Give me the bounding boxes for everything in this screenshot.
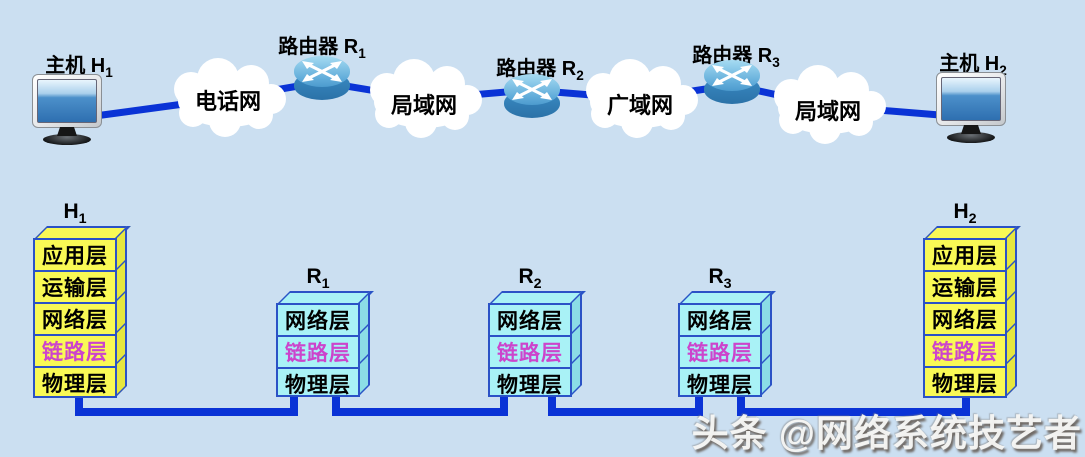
physical-bus-line xyxy=(75,393,970,416)
cloud-label-wan: 广域网 xyxy=(606,93,673,118)
layer-row: 物理层 xyxy=(490,367,570,399)
stack-title-h2: H2 xyxy=(953,200,977,228)
cloud-label-lan-2: 局域网 xyxy=(794,99,861,124)
layer-row: 网络层 xyxy=(35,302,115,334)
layer-row: 物理层 xyxy=(278,367,358,399)
cloud-lan-1 xyxy=(370,59,482,138)
monitor-screen xyxy=(941,77,1001,121)
cloud-wan xyxy=(586,59,698,138)
host-h1-label: 主机 H1 xyxy=(45,55,113,80)
cloud-telephone-network xyxy=(174,58,286,137)
host-h1-computer-icon xyxy=(30,74,104,148)
layer-row-side xyxy=(572,354,580,394)
stack-front-face: 应用层运输层网络层链路层物理层 xyxy=(923,238,1007,398)
cloud-label-telephone-network: 电话网 xyxy=(194,89,261,114)
stack-title-r2: R2 xyxy=(518,265,542,293)
stack-title-r1: R1 xyxy=(306,265,330,293)
layer-row: 链路层 xyxy=(925,334,1005,366)
cloud-label-lan-1: 局域网 xyxy=(390,93,457,118)
monitor-neck xyxy=(961,125,981,134)
layer-row: 链路层 xyxy=(278,335,358,367)
watermark: 头条 @网络系统技艺者 xyxy=(691,413,1082,454)
stack-front-face: 网络层链路层物理层 xyxy=(276,303,360,397)
layer-row: 运输层 xyxy=(35,270,115,302)
router-r3-icon xyxy=(704,60,760,106)
stack-front-face: 网络层链路层物理层 xyxy=(678,303,762,397)
layer-row: 运输层 xyxy=(925,270,1005,302)
stack-front-face: 网络层链路层物理层 xyxy=(488,303,572,397)
monitor-bezel xyxy=(32,74,102,128)
layer-row: 链路层 xyxy=(490,335,570,367)
layer-row: 网络层 xyxy=(497,310,563,333)
layer-row-side xyxy=(117,354,125,394)
layer-row: 应用层 xyxy=(932,245,998,268)
monitor-screen xyxy=(37,79,97,123)
router-r1-icon xyxy=(294,56,350,102)
layer-row: 网络层 xyxy=(687,310,753,333)
host-h2-computer-icon xyxy=(934,72,1008,146)
layer-row: 网络层 xyxy=(285,310,351,333)
cloud-lan-2 xyxy=(774,65,886,144)
router-arrows-icon xyxy=(302,61,342,82)
monitor-base xyxy=(947,132,995,143)
host-h2-label: 主机 H2 xyxy=(939,53,1007,78)
monitor-bezel xyxy=(936,72,1006,126)
layer-row: 物理层 xyxy=(35,366,115,398)
layer-row: 链路层 xyxy=(680,335,760,367)
layer-row: 应用层 xyxy=(42,245,108,268)
layer-row: 物理层 xyxy=(680,367,760,399)
router-r3-label: 路由器 R3 xyxy=(692,45,780,70)
layer-row-side xyxy=(1007,354,1015,394)
layer-row-side xyxy=(360,354,368,394)
router-r1-label: 路由器 R1 xyxy=(278,36,366,61)
stack-title-h1: H1 xyxy=(63,200,87,228)
router-r2-icon xyxy=(504,74,560,120)
monitor-base xyxy=(43,134,91,145)
stack-title-r3: R3 xyxy=(708,265,732,293)
router-r2-label: 路由器 R2 xyxy=(496,58,584,83)
layer-row-side xyxy=(762,354,770,394)
router-arrows-icon xyxy=(712,65,752,86)
router-arrows-icon xyxy=(512,79,552,100)
layer-row: 网络层 xyxy=(925,302,1005,334)
layer-row: 物理层 xyxy=(925,366,1005,398)
stack-front-face: 应用层运输层网络层链路层物理层 xyxy=(33,238,117,398)
monitor-neck xyxy=(57,127,77,136)
layer-row: 链路层 xyxy=(35,334,115,366)
